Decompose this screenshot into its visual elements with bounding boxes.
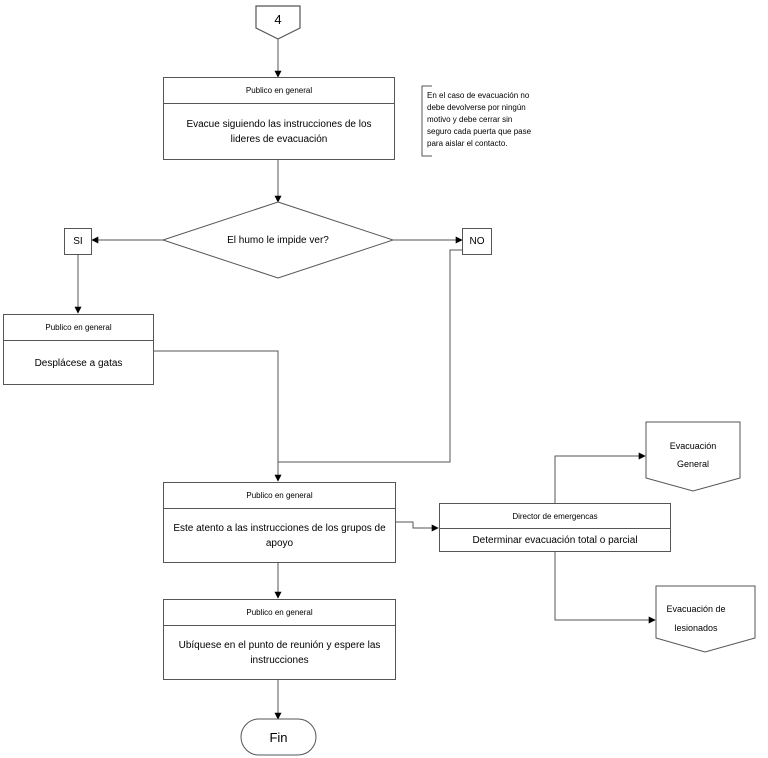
step3-box: Publico en general Este atento a las ins… [163,482,396,563]
director-role: Director de emergencas [440,504,670,529]
evacuation-note: En el caso de evacuación no debe devolve… [427,91,532,148]
line-no-to-step3 [278,249,477,463]
arrow-step3-to-director [396,521,439,532]
step2-role: Publico en general [4,315,153,341]
decision-diamond [161,201,395,279]
arrow-director-to-general [554,452,646,503]
connector-number: 4 [274,11,282,27]
end-terminator-shape [240,718,317,756]
offpage-general-label: Evacuación General [646,436,740,474]
arrow-director-to-lesionados [554,552,656,624]
director-text: Determinar evacuación total o parcial [472,535,638,546]
offpage-lesionados-label: Evacuación de lesionados [656,600,736,638]
offpage-evacuacion-lesionados-shape [655,585,756,653]
step1-text: Evacue siguiendo las instrucciones de lo… [186,119,372,145]
note-bracket [421,85,432,157]
offpage-connector-4 [255,5,301,40]
offpage-general-line1: Evacuación [669,441,717,451]
decision-no-label: NO [462,228,492,255]
step4-box: Publico en general Ubíquese en el punto … [163,599,396,680]
end-label: Fin [269,729,288,745]
offpage-lesionados-line2: lesionados [674,623,718,633]
step4-text: Ubíquese en el punto de reunión y espere… [178,640,381,666]
step4-role: Publico en general [164,600,395,626]
step2-box: Publico en general Desplácese a gatas [3,314,154,385]
step3-role: Publico en general [164,483,395,509]
director-box: Director de emergencas Determinar evacua… [439,503,671,552]
step1-role: Publico en general [164,78,394,104]
offpage-lesionados-line1: Evacuación de [666,604,726,614]
step2-text: Desplácese a gatas [34,357,123,369]
line-step2-to-step3 [154,350,282,482]
decision-question: El humo le impide ver? [227,234,329,246]
step1-box: Publico en general Evacue siguiendo las … [163,77,395,160]
offpage-evacuacion-general-shape [645,421,741,492]
offpage-general-line2: General [676,459,710,469]
decision-yes-label: SI [64,228,92,255]
step3-text: Este atento a las instrucciones de los g… [173,523,386,549]
